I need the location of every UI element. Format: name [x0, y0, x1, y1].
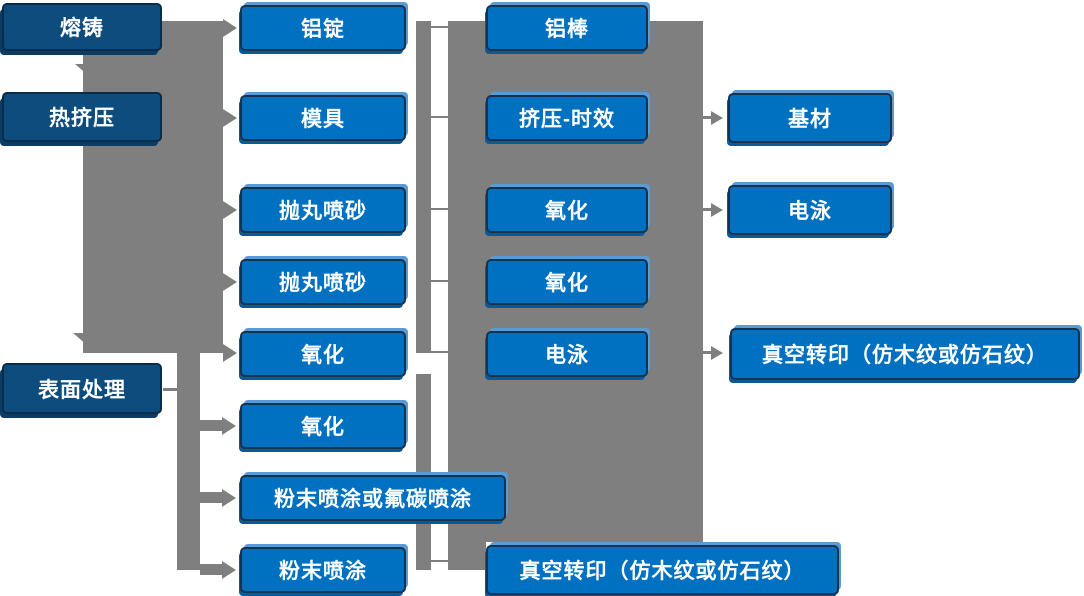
node-melt-casting: 熔铸 [2, 3, 162, 51]
shaft-to-substrate [703, 116, 713, 119]
node-electrophoresis-1: 电泳 [486, 331, 648, 377]
arrowhead-to-powder-coating [222, 561, 236, 579]
node-powder-or-fluorocarbon-coating: 粉末喷涂或氟碳喷涂 [240, 475, 506, 521]
node-shot-blast-sandblast-2: 抛丸喷砂 [240, 259, 406, 305]
arrowhead-to-electrophoresis-2 [711, 203, 723, 217]
node-extrusion-aging: 挤压-时效 [486, 95, 648, 141]
node-powder-coating: 粉末喷涂 [240, 547, 406, 593]
arrowhead-to-shot-blast-2 [223, 273, 237, 291]
arrowhead-to-shot-blast-1 [223, 201, 237, 219]
node-vacuum-transfer-print-2: 真空转印（仿木纹或仿石纹） [730, 328, 1080, 380]
shaft-to-vacuum-transfer-2 [703, 351, 713, 354]
node-oxidation-4: 氧化 [486, 259, 648, 305]
down-arrowhead-to-hot-extrusion [75, 64, 119, 83]
arrowhead-to-powder-fluorocarbon [222, 489, 236, 507]
node-substrate: 基材 [728, 93, 892, 143]
node-shot-blast-sandblast-1: 抛丸喷砂 [240, 187, 406, 233]
node-vacuum-transfer-print-1: 真空转印（仿木纹或仿石纹） [486, 545, 839, 595]
down-arrowhead-to-surface-treatment [73, 333, 117, 352]
tick-vacuum-transfer [431, 560, 448, 562]
arrowhead-to-mold [223, 109, 237, 127]
node-surface-treatment: 表面处理 [2, 363, 162, 414]
node-aluminum-ingot: 铝锭 [240, 5, 406, 51]
process-panel-extension [448, 542, 486, 570]
tick-electrophoresis [431, 351, 448, 353]
node-aluminum-rod: 铝棒 [486, 5, 648, 51]
shaft-to-electrophoresis-2 [703, 208, 713, 211]
shaft-to-powder-fluorocarbon [200, 492, 223, 503]
tick-aluminum-rod [431, 26, 448, 28]
arrowhead-to-oxidation-2 [222, 417, 236, 435]
node-electrophoresis-2: 电泳 [728, 185, 892, 235]
tick-oxidation-3 [431, 208, 448, 210]
arrowhead-to-vacuum-transfer-2 [711, 346, 723, 360]
shaft-to-powder-coating [200, 564, 223, 575]
surface-treatment-link-line [163, 388, 177, 391]
surface-treatment-bus [177, 353, 200, 570]
node-mold: 模具 [240, 95, 406, 141]
arrowhead-to-substrate [711, 111, 723, 125]
node-oxidation-2: 氧化 [240, 403, 406, 449]
mid-bus-upper [416, 21, 431, 353]
node-hot-extrusion: 热挤压 [2, 92, 162, 142]
node-oxidation-3: 氧化 [486, 187, 648, 233]
mid-bus-lower [416, 374, 431, 570]
shaft-to-oxidation-2 [200, 420, 223, 431]
tick-extrusion-aging [431, 116, 448, 118]
node-oxidation-1: 氧化 [240, 331, 406, 377]
arrowhead-to-aluminum-ingot [223, 19, 237, 37]
tick-oxidation-4 [431, 280, 448, 282]
arrowhead-to-oxidation-1 [223, 344, 237, 362]
